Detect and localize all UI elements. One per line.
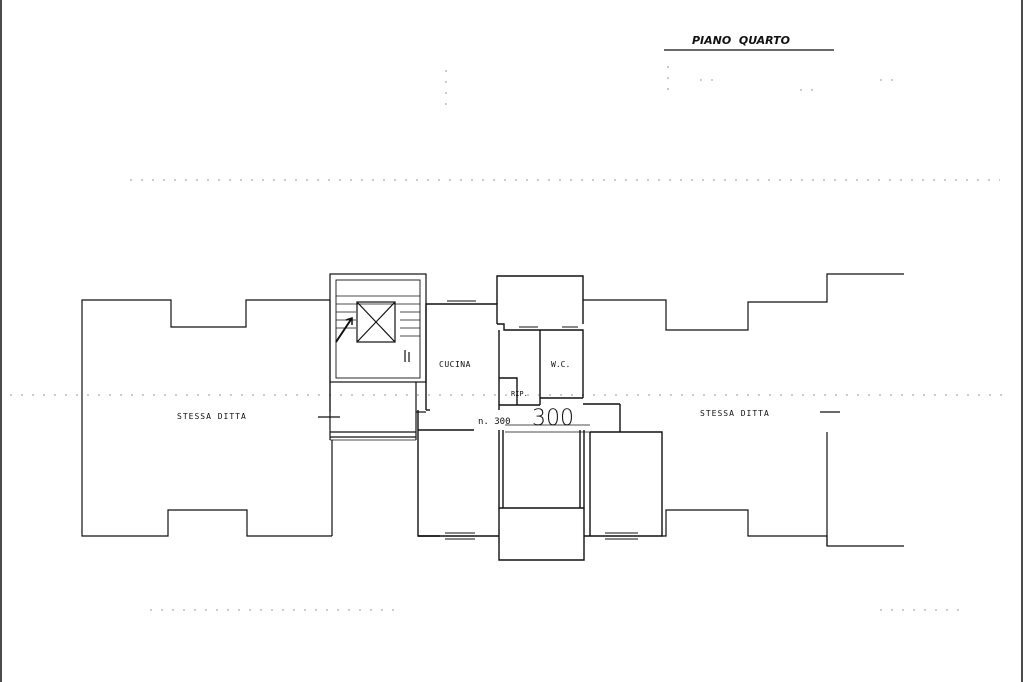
guide-marks xyxy=(10,66,1010,611)
floor-title: PIANO QUARTO xyxy=(692,34,790,47)
apartment-walls xyxy=(417,275,663,561)
unit-number-handwritten: 300 xyxy=(532,406,574,431)
room-labels: STESSA DITTA STESSA DITTA CUCINA W.C. RI… xyxy=(177,360,770,431)
storage-label: RIP. xyxy=(511,390,528,398)
elevator-shaft xyxy=(356,301,396,343)
stairwell xyxy=(329,273,427,440)
landing-corridor xyxy=(330,431,416,441)
left-wing-label: STESSA DITTA xyxy=(177,412,247,421)
right-wing-outline xyxy=(583,273,904,547)
wc-label: W.C. xyxy=(551,360,570,369)
right-wing-label: STESSA DITTA xyxy=(700,409,770,418)
title-block: PIANO QUARTO xyxy=(664,34,834,51)
kitchen-label: CUCINA xyxy=(439,360,471,369)
unit-number-label: n. 300 xyxy=(478,417,511,427)
